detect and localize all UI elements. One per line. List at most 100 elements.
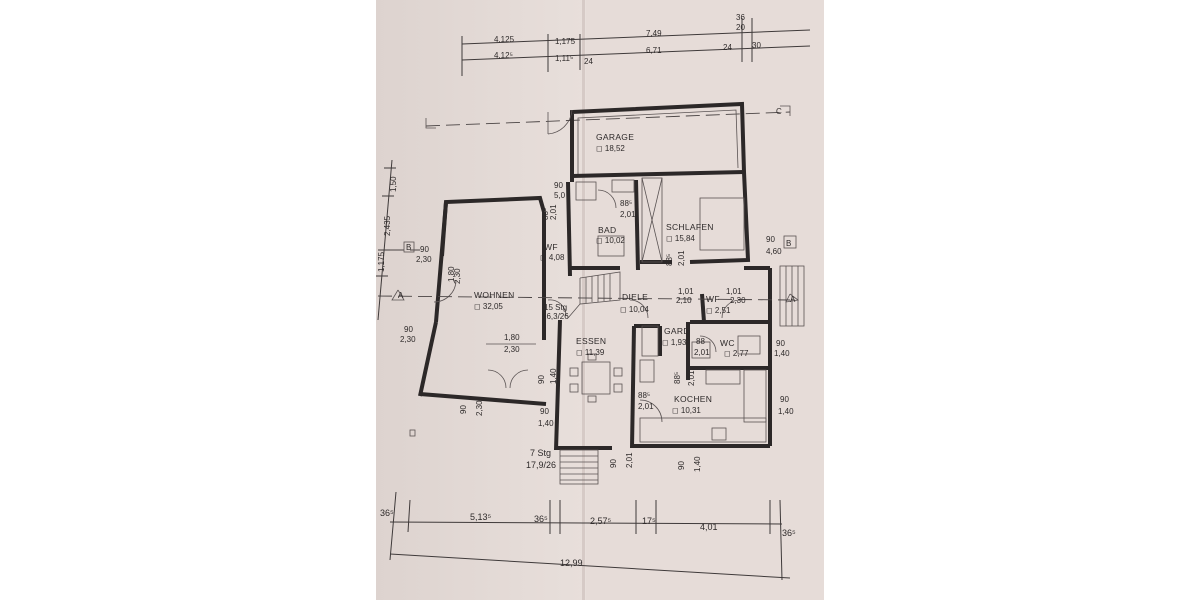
dim-bottom-total: 12,99 — [560, 558, 583, 568]
opening-7-width: 88⁵ — [541, 208, 550, 220]
room-name-wc: WC — [720, 338, 735, 348]
fixtures — [409, 177, 805, 443]
opening-13-height: 2,30 — [730, 296, 746, 305]
dim-top-b: 4,12⁵ — [494, 51, 513, 60]
room-name-wohnen: WOHNEN — [474, 290, 515, 300]
dim-left-b: 2,435 — [383, 215, 392, 236]
dim-bottom-a: 36⁵ — [380, 508, 394, 518]
room-name-essen: ESSEN — [576, 336, 606, 346]
opening-1-height: 2,30 — [416, 255, 432, 264]
dim-bottom-c: 36⁵ — [534, 514, 548, 524]
opening-dimensions: 90 2,30 1,80 2,30 90 2,30 1,80 2,30 90 2… — [400, 181, 794, 472]
dim-top-g: 24 — [723, 43, 732, 52]
stairs-lower — [559, 449, 599, 485]
room-labels: GARAGE ◻ 18,52 BAD ◻ 10,02 SCHLAFEN ◻ 15… — [474, 132, 749, 415]
section-mark-b-right: B — [786, 239, 791, 248]
dim-bottom-d: 2,57⁵ — [590, 516, 612, 526]
opening-5-height: 2,30 — [475, 400, 484, 416]
opening-10-height: 4,60 — [766, 247, 782, 256]
dim-top-k: 20 — [736, 23, 745, 32]
room-area-schlafen: ◻ 15,84 — [666, 234, 695, 243]
room-area-wc: ◻ 2,77 — [724, 349, 749, 358]
opening-14-width: 88 — [696, 337, 705, 346]
opening-2-width: 1,80 — [447, 266, 456, 282]
opening-18-height: 2,01 — [625, 452, 634, 468]
opening-1-width: 90 — [420, 245, 429, 254]
opening-8-width: 90 — [554, 181, 563, 190]
opening-19-height: 1,40 — [693, 456, 702, 472]
room-area-kochen: ◻ 10,31 — [672, 406, 701, 415]
opening-7-height: 2,01 — [549, 204, 558, 220]
opening-9-height: 2,01 — [620, 210, 636, 219]
opening-12-width: 1,01 — [678, 287, 694, 296]
opening-5-width: 90 — [459, 405, 468, 414]
room-area-wohnen: ◻ 32,05 — [474, 302, 503, 311]
room-area-gard: ◻ 1,93 — [662, 338, 687, 347]
opening-10-width: 90 — [766, 235, 775, 244]
opening-17-height: 1,40 — [778, 407, 794, 416]
dim-bottom-b: 5,13⁵ — [470, 512, 492, 522]
dim-top-d: 1,11⁵ — [555, 54, 573, 63]
left-dimension-chain: 1,50 2,435 1,175 — [376, 159, 398, 321]
walls — [418, 101, 772, 451]
room-area-essen: ◻ 11,39 — [576, 348, 605, 357]
dim-top-a: 4,125 — [494, 35, 515, 44]
room-name-schlafen: SCHLAFEN — [666, 222, 714, 232]
dim-top-e: 7,49 — [646, 29, 662, 38]
room-name-kochen: KOCHEN — [674, 394, 712, 404]
room-area-diele: ◻ 10,04 — [620, 305, 649, 314]
opening-16-width: 88⁵ — [673, 372, 682, 384]
room-name-garage: GARAGE — [596, 132, 634, 142]
room-area-garage: ◻ 18,52 — [596, 144, 625, 153]
room-area-bad: ◻ 10,02 — [596, 236, 625, 245]
stair-lower-steps: 7 Stg — [530, 448, 551, 458]
stair-lower-ratio: 17,9/26 — [526, 460, 556, 470]
bottom-dimension-chain: 36⁵ 5,13⁵ 36⁵ 2,57⁵ 17⁵ 4,01 36⁵ 12,99 — [380, 491, 796, 581]
dim-bottom-e: 17⁵ — [642, 516, 656, 526]
room-name-gard: GARD — [664, 326, 690, 336]
room-area-wf-1: ◻ 4,08 — [540, 253, 565, 262]
section-mark-a-right: A — [790, 295, 796, 304]
opening-13-width: 1,01 — [726, 287, 742, 296]
section-mark-a-left: A — [398, 291, 404, 300]
room-name-wf-1: WF — [544, 242, 558, 252]
dim-left-a: 1,50 — [389, 176, 398, 192]
section-mark-b-left: B — [406, 243, 411, 252]
section-mark-c: C — [776, 107, 782, 116]
dim-bottom-f: 4,01 — [700, 522, 718, 532]
opening-6-height: 1,40 — [538, 419, 554, 428]
opening-14-height: 2,01 — [694, 348, 710, 357]
opening-2-height: 2,30 — [453, 268, 462, 284]
opening-17-width: 90 — [780, 395, 789, 404]
opening-9-width: 88⁵ — [620, 199, 632, 208]
door-swings — [433, 109, 741, 423]
room-name-bad: BAD — [598, 225, 616, 235]
opening-20-width: 88⁵ — [638, 391, 650, 400]
opening-21-width: 90 — [537, 375, 546, 384]
stairs-upper — [567, 271, 621, 319]
opening-18-width: 90 — [609, 459, 618, 468]
room-name-wf-2: WF — [706, 294, 720, 304]
room-name-diele: DIELE — [622, 292, 648, 302]
room-area-wf-2: ◻ 2,51 — [706, 306, 731, 315]
opening-20-height: 2,01 — [638, 402, 654, 411]
section-marks-ab: A A B B — [377, 235, 799, 304]
opening-4-height: 2,30 — [504, 345, 520, 354]
opening-3-height: 2,30 — [400, 335, 416, 344]
opening-11-height: 2,01 — [677, 250, 686, 266]
opening-16-height: 2,01 — [687, 370, 696, 386]
dim-top-i: 30 — [752, 41, 761, 50]
top-dimension-chain: 4,125 4,12⁵ 1,175 1,11⁵ 7,49 6,71 24 24 … — [461, 13, 811, 76]
dim-left-c: 1,175 — [377, 251, 386, 272]
opening-19-width: 90 — [677, 461, 686, 470]
opening-3-width: 90 — [404, 325, 413, 334]
section-line-c: C — [425, 105, 791, 129]
dim-top-h: 24 — [584, 57, 593, 66]
opening-4-width: 1,80 — [504, 333, 520, 342]
stair-upper-ratio: 16,3/26 — [542, 312, 569, 321]
dim-top-j: 36 — [736, 13, 745, 22]
stair-upper-steps: 15 Stg — [544, 303, 567, 312]
opening-11-width: 88⁵ — [665, 254, 674, 266]
opening-8-height: 5,0 — [554, 191, 566, 200]
